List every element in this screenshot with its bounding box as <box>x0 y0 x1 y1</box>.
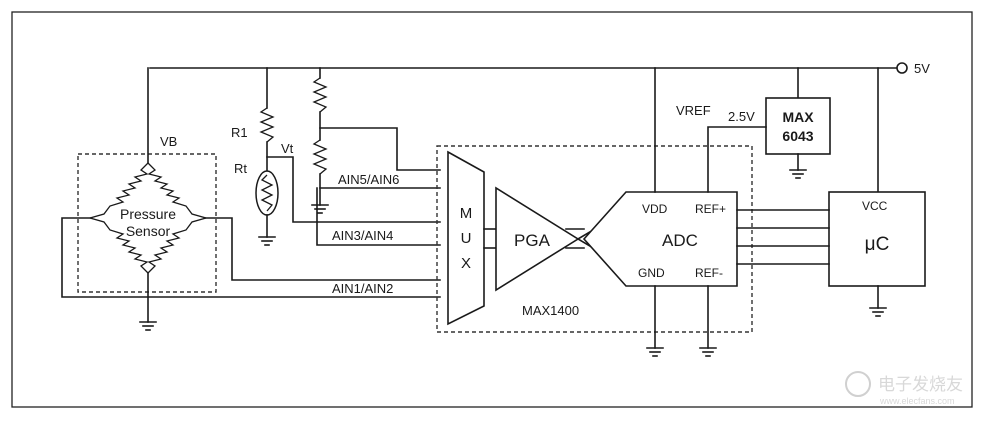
r1-label: R1 <box>231 125 248 140</box>
vcc-label: VCC <box>862 199 888 213</box>
sensor-label-line2: Sensor <box>126 223 171 239</box>
ain34-label: AIN3/AIN4 <box>332 228 393 243</box>
chip-label: MAX1400 <box>522 303 579 318</box>
vdd-label: VDD <box>642 202 668 216</box>
mux-letter-x: X <box>461 255 471 272</box>
max6043-reference: MAX 6043 VREF 2.5V <box>676 67 831 193</box>
sensor-label-line1: Pressure <box>120 206 176 222</box>
thermistor-divider: R1 Rt Vt AIN3/AIN4 <box>231 67 441 246</box>
ref-voltage-label: 2.5V <box>728 109 755 124</box>
microcontroller: VCC μC <box>828 67 926 317</box>
gnd-label: GND <box>638 266 665 280</box>
rt-label: Rt <box>234 161 247 176</box>
max-line1: MAX <box>782 109 814 125</box>
pressure-sensor: VB Pressure Sensor <box>77 67 217 331</box>
pga-label: PGA <box>514 231 551 250</box>
watermark-text: 电子发烧友 <box>878 375 963 394</box>
ain12-wires: AIN1/AIN2 <box>61 217 441 298</box>
vt-label: Vt <box>281 141 294 156</box>
reference-divider: AIN5/AIN6 <box>311 67 441 214</box>
refm-ground <box>699 285 717 357</box>
refp-label: REF+ <box>695 202 726 216</box>
ain56-label: AIN5/AIN6 <box>338 172 399 187</box>
vref-label: VREF <box>676 103 711 118</box>
refm-label: REF- <box>695 266 723 280</box>
max1400-chip: MAX1400 M U X PGA ADC VDD GND REF+ REF- <box>436 145 753 333</box>
mux-letter-m: M <box>460 205 473 222</box>
watermark: 电子发烧友 www.elecfans.com <box>845 371 963 406</box>
adc-label: ADC <box>662 231 698 250</box>
watermark-url: www.elecfans.com <box>879 396 955 406</box>
uc-label: μC <box>865 234 890 255</box>
vb-label: VB <box>160 134 177 149</box>
mux-letter-u: U <box>461 230 472 247</box>
supply-rail: 5V <box>149 61 930 76</box>
supply-label: 5V <box>914 61 930 76</box>
adc-ground <box>646 285 664 357</box>
diagram-frame <box>11 11 973 408</box>
max-line2: 6043 <box>782 128 813 144</box>
ain12-label: AIN1/AIN2 <box>332 281 393 296</box>
data-bus <box>736 209 830 265</box>
